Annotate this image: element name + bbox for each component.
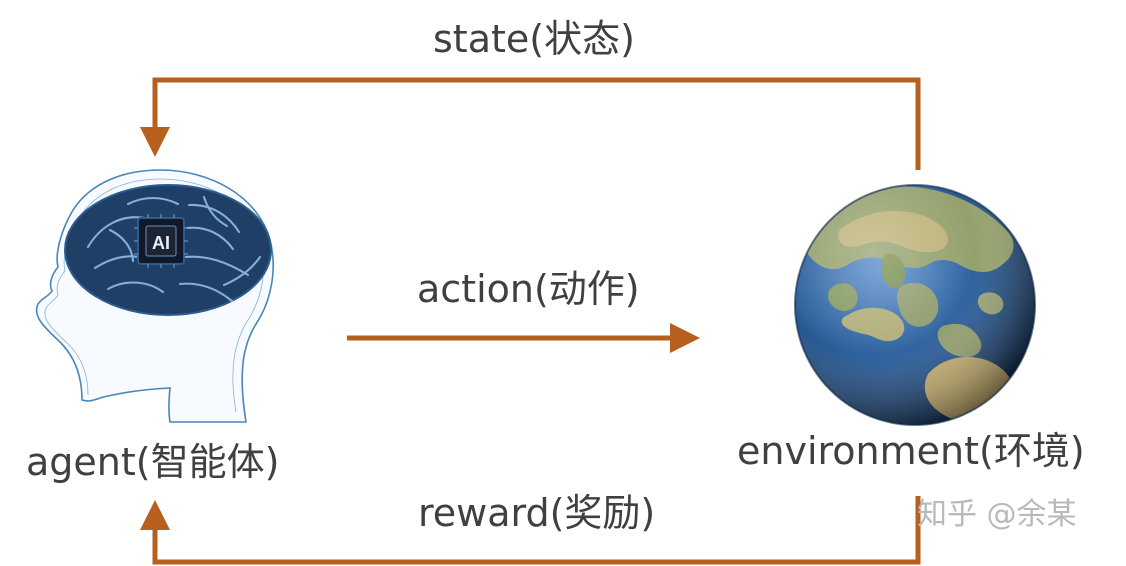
ai-chip-inner: [145, 225, 177, 257]
reward-label: reward(奖励): [418, 491, 656, 535]
action-label: action(动作): [417, 267, 640, 311]
environment-label: environment(环境): [737, 429, 1085, 473]
brain-folds: [86, 195, 262, 303]
ai-brain-head-icon: AI: [35, 169, 274, 423]
agent-label: agent(智能体): [26, 440, 280, 484]
earth-globe-icon: [794, 184, 1036, 426]
state-label: state(状态): [433, 17, 635, 61]
ai-chip-text: AI: [152, 233, 170, 253]
reward-arrow: [140, 496, 921, 565]
chip-pins: [134, 214, 188, 268]
watermark-text: 知乎 @余某: [917, 497, 1077, 532]
state-arrow: [140, 77, 921, 170]
globe-shading: [795, 185, 1035, 425]
globe-edge: [794, 184, 1036, 426]
